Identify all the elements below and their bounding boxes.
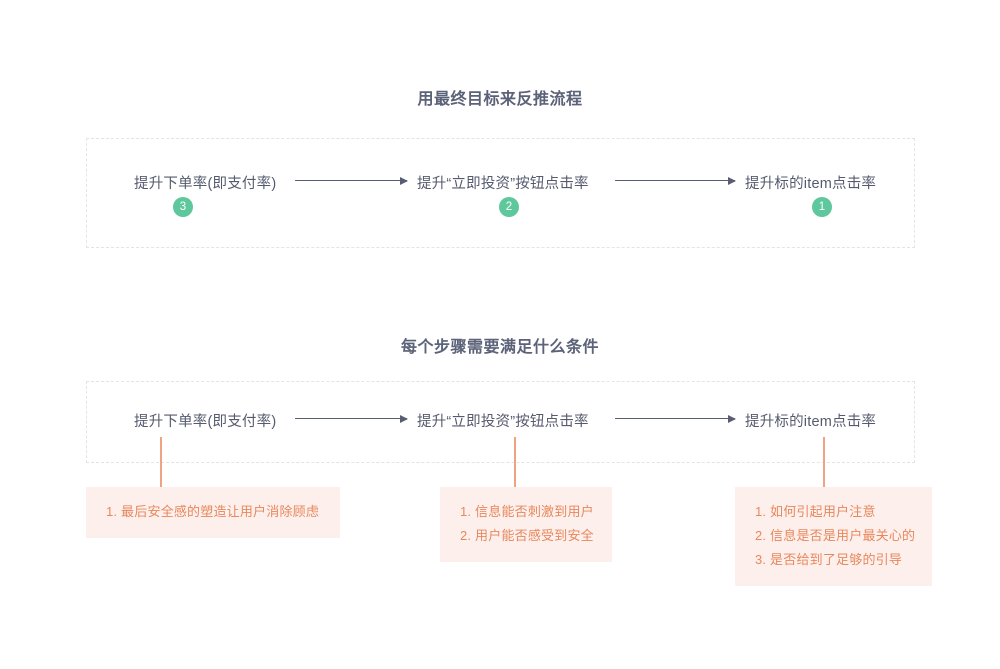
condition-item: 1. 信息能否刺激到用户 (460, 504, 594, 519)
condition-connector-line-2 (823, 437, 825, 487)
arrow-head-icon (400, 176, 408, 185)
flow-node-badge-2: 2 (499, 197, 519, 217)
flow-node-badge-1: 1 (812, 197, 832, 217)
section-title-step-conditions: 每个步骤需要满足什么条件 (400, 339, 599, 356)
flow-diagram-container-2: 提升下单率(即支付率) 提升“立即投资”按钮点击率 提升标的item点击率 (86, 381, 915, 463)
arrow-head-icon (728, 414, 736, 423)
condition-connector-line-1 (514, 437, 516, 487)
arrow-shaft-icon (295, 180, 407, 181)
flow-arrow-2-1 (615, 414, 736, 423)
condition-item: 2. 用户能否感受到安全 (460, 528, 594, 543)
arrow-shaft-icon (615, 180, 735, 181)
flow-node-invest-button-ctr: 提升“立即投资”按钮点击率 (417, 176, 589, 192)
flow-node-badge-3: 3 (173, 197, 193, 217)
section-title-goal-backtrack: 用最终目标来反推流程 (417, 91, 583, 108)
condition-box-item-ctr: 1. 如何引起用户注意 2. 信息是否是用户最关心的 3. 是否给到了足够的引导 (735, 487, 932, 586)
condition-box-payment-rate: 1. 最后安全感的塑造让用户消除顾虑 (86, 487, 340, 538)
flow-node-payment-rate-2: 提升下单率(即支付率) (134, 414, 277, 430)
condition-item: 3. 是否给到了足够的引导 (755, 552, 903, 567)
flow-node-payment-rate: 提升下单率(即支付率) (134, 176, 277, 192)
condition-item: 1. 最后安全感的塑造让用户消除顾虑 (106, 504, 320, 519)
arrow-shaft-icon (615, 418, 735, 419)
condition-item: 1. 如何引起用户注意 (755, 504, 876, 519)
condition-box-invest-button: 1. 信息能否刺激到用户 2. 用户能否感受到安全 (440, 487, 612, 562)
flow-node-item-ctr: 提升标的item点击率 (745, 176, 877, 192)
flow-arrow-1-1 (615, 176, 736, 185)
flow-node-invest-button-ctr-2: 提升“立即投资”按钮点击率 (417, 414, 589, 430)
flow-arrow-1-0 (295, 176, 408, 185)
flow-diagram-container-1: 提升下单率(即支付率) 3 提升“立即投资”按钮点击率 2 提升标的item点击… (86, 138, 915, 248)
arrow-head-icon (728, 176, 736, 185)
flow-row-1: 提升下单率(即支付率) 3 提升“立即投资”按钮点击率 2 提升标的item点击… (87, 139, 914, 247)
arrow-shaft-icon (295, 418, 407, 419)
flow-node-item-ctr-2: 提升标的item点击率 (745, 414, 877, 430)
flow-arrow-2-0 (295, 414, 408, 423)
flow-row-2: 提升下单率(即支付率) 提升“立即投资”按钮点击率 提升标的item点击率 (87, 382, 914, 462)
condition-connector-line-0 (160, 437, 162, 487)
arrow-head-icon (400, 414, 408, 423)
condition-item: 2. 信息是否是用户最关心的 (755, 528, 916, 543)
